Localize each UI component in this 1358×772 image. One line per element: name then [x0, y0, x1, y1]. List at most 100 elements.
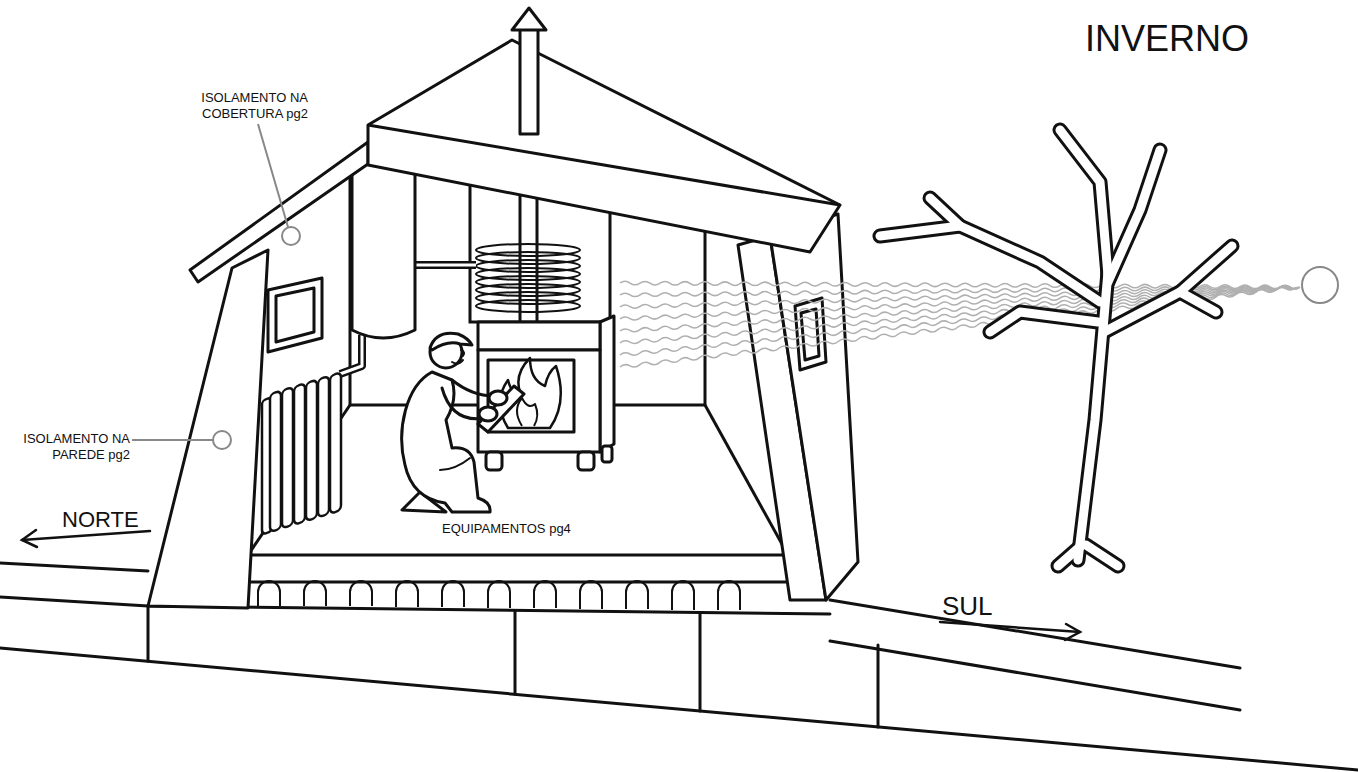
water-tank-part	[415, 261, 476, 269]
radiator-part-part	[294, 383, 305, 524]
radiator-part-part	[318, 376, 329, 517]
radiator-part-part	[330, 372, 341, 513]
wood-stove-part	[486, 452, 502, 470]
foundation-arches-part	[534, 581, 556, 608]
roof-part	[512, 8, 546, 30]
interior-part	[704, 215, 707, 405]
house-walls-part	[770, 214, 858, 600]
roof-part	[520, 28, 538, 134]
water-tank	[340, 160, 476, 374]
water-tank-part	[415, 264, 476, 267]
bare-tree-part	[880, 130, 1232, 566]
sun-rays-part	[620, 286, 1296, 369]
callout-leader-part	[258, 124, 288, 227]
foundation-arches-part	[442, 581, 464, 607]
ground-part	[147, 606, 150, 661]
person	[402, 333, 524, 512]
water-tank-part	[340, 335, 362, 374]
bare-tree	[880, 130, 1232, 566]
bare-tree-part-part	[1180, 292, 1216, 312]
person-part	[479, 407, 497, 421]
roof-part	[368, 125, 840, 205]
radiator-part-part	[306, 380, 317, 521]
water-coil	[476, 244, 580, 312]
person-part	[440, 458, 470, 470]
bare-tree-part-part	[1078, 272, 1108, 560]
person-part	[478, 386, 524, 432]
wood-stove-part	[602, 446, 612, 462]
roof	[190, 8, 840, 282]
callout-label: ISOLAMENTO NA COBERTURA pg2	[190, 90, 308, 123]
wood-stove-part	[517, 398, 537, 426]
ground-part	[830, 600, 1240, 668]
direction-arrow	[22, 530, 1080, 640]
direction-arrow-part	[940, 622, 1080, 632]
bare-tree-part-part	[1108, 150, 1160, 282]
sun-rays	[620, 281, 1300, 368]
bare-tree-part-part	[1180, 292, 1216, 312]
bare-tree-part-part	[990, 312, 1098, 332]
foundation-arches-part	[350, 581, 372, 606]
ground-part	[0, 597, 148, 606]
water-tank-part	[352, 160, 415, 338]
bare-tree-part-part	[1058, 545, 1082, 566]
person-part	[452, 360, 463, 364]
ground-part	[830, 641, 1240, 710]
bare-tree-part-part	[880, 226, 1100, 302]
direction-label: NORTE	[62, 506, 139, 534]
callout-label: EQUIPAMENTOS pg4	[442, 521, 571, 537]
interior-part	[268, 278, 322, 352]
person-part	[489, 391, 507, 405]
water-coil-part	[476, 300, 580, 312]
wood-stove-part	[578, 452, 594, 470]
direction-arrow-part	[1065, 624, 1080, 640]
callout-leader	[132, 124, 300, 449]
bare-tree-part-part	[1104, 246, 1232, 332]
house-walls	[148, 214, 858, 608]
bare-tree-part-part	[1086, 545, 1118, 566]
roof-part	[368, 40, 840, 252]
bare-tree-part-part	[930, 198, 960, 226]
wood-stove-part	[478, 322, 600, 350]
person-part	[452, 380, 494, 396]
bare-tree-part-part	[1104, 246, 1232, 332]
ground-part	[699, 613, 702, 711]
wood-stove-part	[600, 316, 614, 452]
radiator	[262, 372, 341, 534]
sun-rays-part	[620, 285, 1298, 344]
person-part	[461, 350, 464, 356]
radiator-part-part	[270, 391, 281, 532]
ground-part	[514, 611, 517, 694]
ground-part	[0, 563, 148, 571]
direction-label: SUL	[942, 590, 993, 623]
callout-leader-part	[213, 431, 231, 449]
bare-tree-part-part	[880, 226, 1100, 302]
foundation-arches-part	[258, 581, 280, 606]
interior-part	[245, 555, 796, 582]
foundation-arches-part	[304, 581, 326, 606]
callout-label: ISOLAMENTO NA PAREDE pg2	[18, 431, 130, 464]
foundation-arches	[258, 581, 740, 610]
bare-tree-part-part	[990, 312, 1098, 332]
foundation-arches-part	[396, 581, 418, 607]
bare-tree-part-part	[1108, 150, 1160, 282]
person-part	[430, 333, 472, 350]
direction-arrow-part	[22, 531, 150, 540]
foundation-arches-part	[488, 581, 510, 608]
house-walls-part	[148, 250, 268, 608]
bare-tree-part-part	[930, 198, 960, 226]
bare-tree-part-part	[1060, 130, 1108, 275]
foundation-arches-part	[626, 581, 648, 609]
season-title: INVERNO	[1085, 16, 1249, 61]
foundation-arches-part	[580, 581, 602, 609]
wood-stove-part	[478, 350, 600, 452]
sun-rays-part	[620, 286, 1297, 357]
radiator-part-part	[282, 387, 293, 528]
bare-tree-part-part	[1086, 545, 1118, 566]
callout-leader-part	[132, 439, 213, 441]
radiator-part	[262, 372, 341, 534]
roof-part	[190, 142, 368, 282]
foundation-arches-part	[718, 581, 740, 610]
direction-arrow-part	[22, 530, 37, 547]
